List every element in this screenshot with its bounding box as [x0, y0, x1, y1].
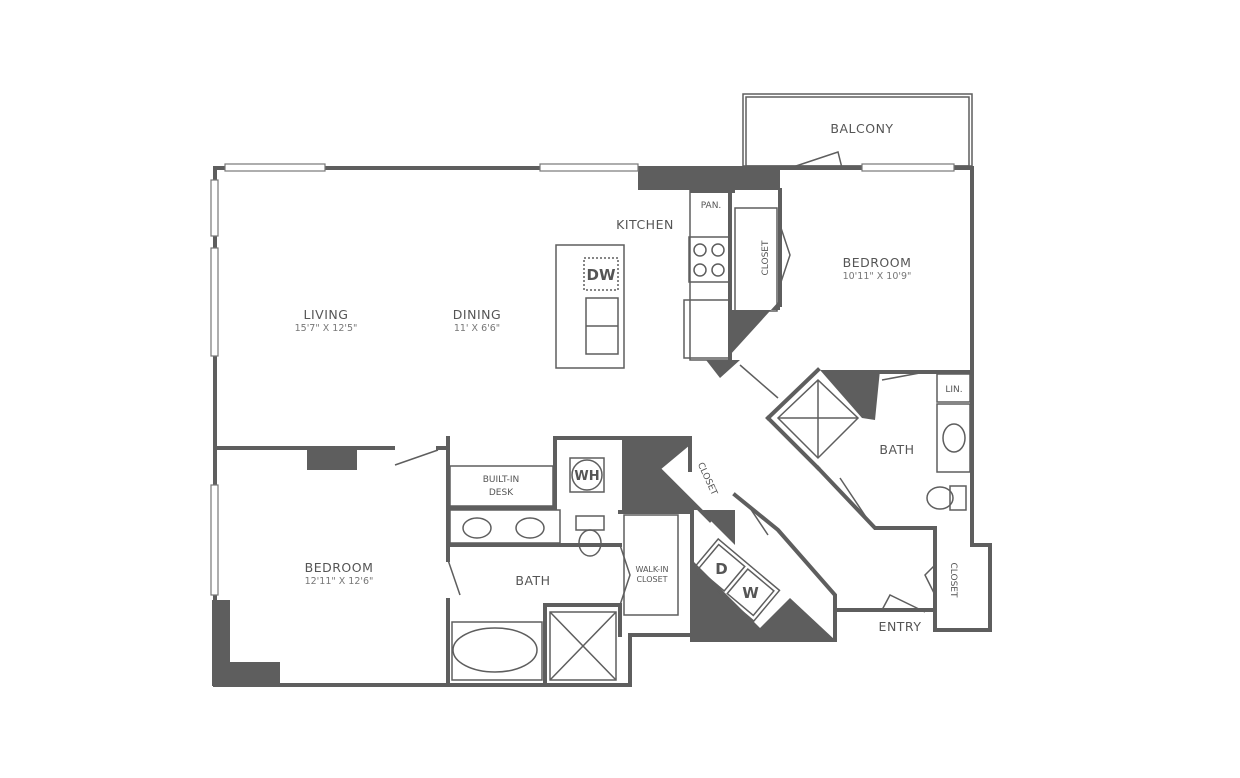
linen-label: LIN. [945, 385, 962, 395]
bath-1-label: BATH [879, 442, 914, 457]
desk-label-2: DESK [489, 488, 514, 498]
kitchen: DW PAN. KITCHEN CLOSET [555, 189, 778, 369]
desk-label-1: BUILT-IN [483, 475, 520, 485]
entry-label: ENTRY [879, 619, 922, 634]
bath-1: LIN. BATH [776, 373, 971, 511]
dishwasher-label: DW [587, 266, 616, 284]
living-label: LIVING [304, 307, 349, 322]
bedroom-1-label: BEDROOM [843, 255, 912, 270]
washer-label: W [742, 584, 759, 602]
kitchen-label: KITCHEN [616, 217, 674, 232]
dining-dims: 11' X 6'6" [454, 323, 500, 334]
water-heater-label: WH [574, 469, 599, 484]
interior-walls [213, 188, 974, 687]
bath-2: BATH WALK-IN CLOSET [449, 509, 679, 681]
walk-in-closet-label-2: CLOSET [636, 575, 667, 584]
exterior-walls [212, 166, 992, 687]
laundry: D W [691, 537, 781, 623]
dining-label: DINING [453, 307, 501, 322]
entry-closet-label: CLOSET [948, 563, 958, 598]
dryer-label: D [715, 560, 727, 578]
balcony: BALCONY [742, 93, 973, 167]
walk-in-closet-label-1: WALK-IN [635, 565, 668, 574]
living-dims: 15'7" X 12'5" [295, 323, 358, 334]
pantry-label: PAN. [701, 201, 722, 211]
windows [210, 163, 955, 596]
hall-closet-label: CLOSET [695, 461, 719, 497]
kitchen-closet-label: CLOSET [761, 240, 771, 275]
bedroom-1-dims: 10'11" X 10'9" [843, 271, 912, 282]
bedroom-2-dims: 12'11" X 12'6" [305, 576, 374, 587]
balcony-label: BALCONY [830, 121, 893, 136]
bath-2-label: BATH [515, 573, 550, 588]
bedroom-2-label: BEDROOM [305, 560, 374, 575]
